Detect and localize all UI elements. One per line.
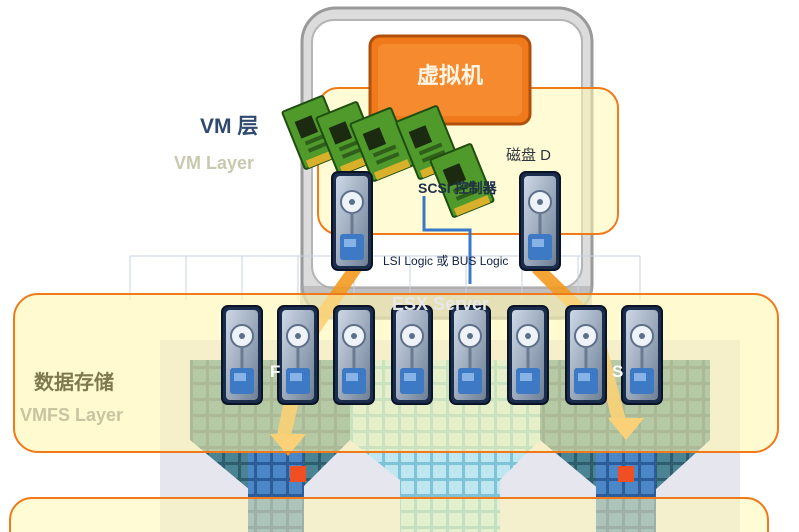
esx-server-label: ESX Server <box>392 294 490 314</box>
hidden-label-s: S <box>612 362 624 381</box>
vm-layer-title-en: VM Layer <box>174 153 255 173</box>
scsi-controller-label: SCSI 控制器 <box>418 180 497 196</box>
vm-layer-title-zh: VM 层 <box>200 115 259 138</box>
lun-block-left <box>290 466 306 482</box>
disk-d-label: 磁盘 D <box>506 147 552 164</box>
vm-box-title: 虚拟机 <box>416 63 483 88</box>
lun-block-right <box>618 466 634 482</box>
vm-disk-d-icon <box>518 170 562 272</box>
lsi-bus-label: LSI Logic 或 BUS Logic <box>383 254 509 268</box>
scsi-link-line <box>422 196 472 284</box>
vmfs-layer-title-en: VMFS Layer <box>20 405 124 425</box>
virtual-machine-box <box>368 34 532 126</box>
vm-disk-left-icon <box>330 170 374 272</box>
hidden-label-f: F <box>270 362 281 381</box>
bottom-layer-highlight <box>9 497 769 532</box>
datastore-title-zh: 数据存储 <box>34 372 114 394</box>
